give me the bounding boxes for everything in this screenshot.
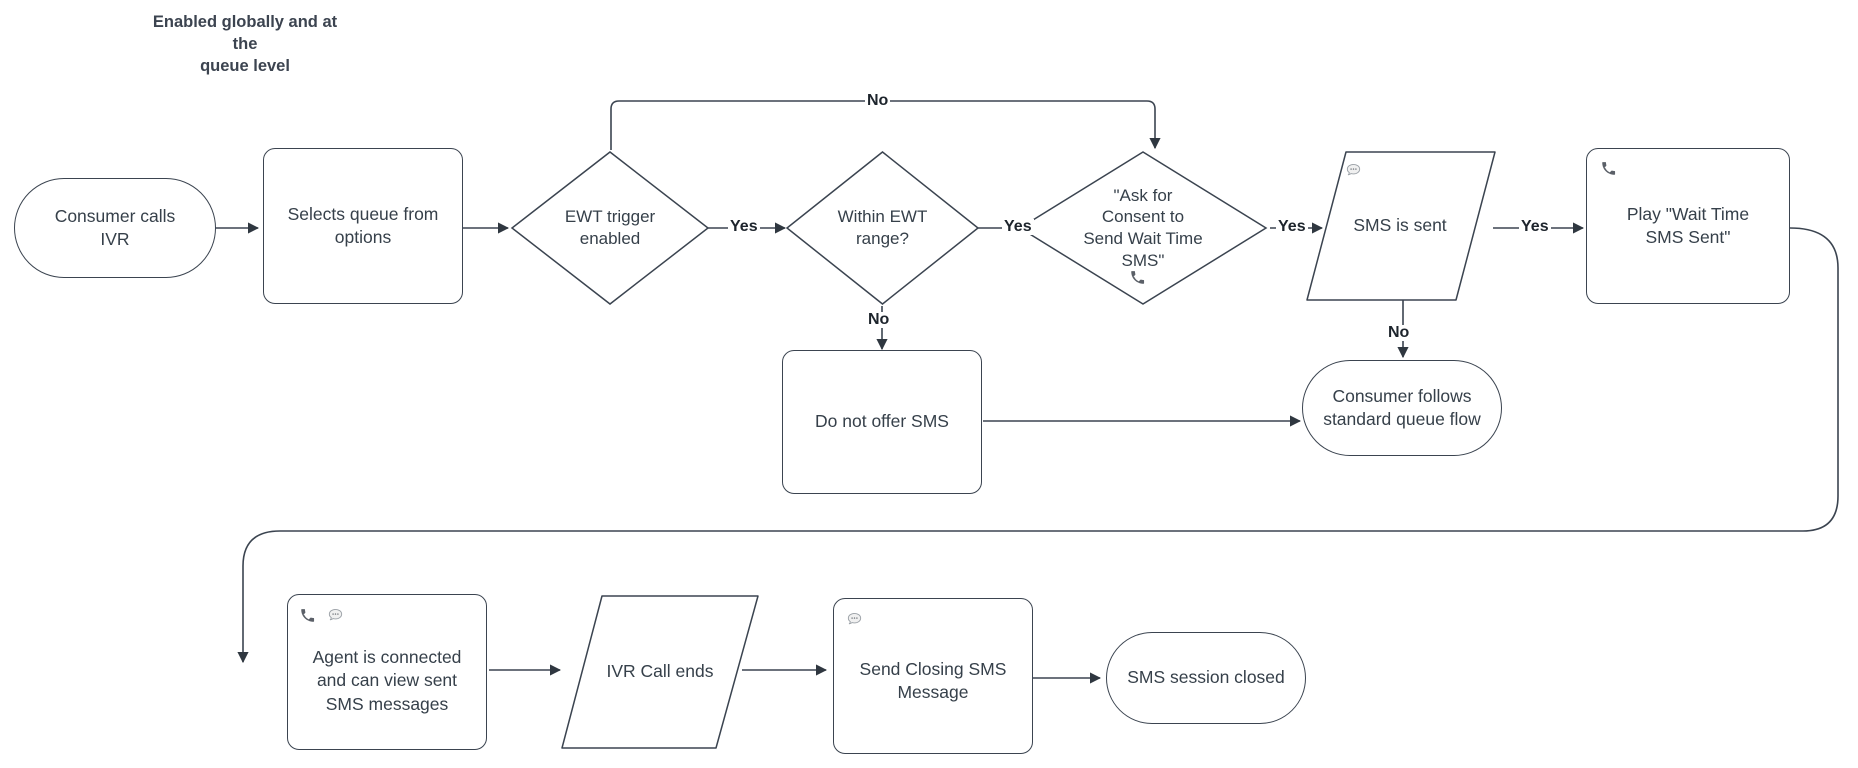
node-label: Play "Wait Time SMS Sent" — [1626, 203, 1750, 247]
node-label: IVR Call ends — [606, 661, 714, 682]
node-label: Send Closing SMS Message — [859, 658, 1007, 702]
phone-icon-glyph — [1131, 271, 1145, 284]
sms-icon-glyph — [1346, 163, 1361, 176]
node-ask-for-consent[interactable]: "Ask for Consent to Send Wait Time SMS" — [1018, 150, 1268, 306]
node-play-wait-time[interactable]: Play "Wait Time SMS Sent" — [1586, 148, 1790, 304]
phone-icon — [1601, 161, 1616, 176]
node-agent-connected[interactable]: Agent is connected and can view sent SMS… — [287, 594, 487, 750]
phone-icon — [1130, 270, 1145, 285]
sms-icon-glyph — [847, 612, 862, 625]
agent-node-icons — [300, 607, 344, 624]
node-send-closing-sms[interactable]: Send Closing SMS Message — [833, 598, 1033, 754]
phone-icon-glyph — [1602, 162, 1616, 175]
edge-label-yes-range-to-consent: Yes — [1002, 218, 1034, 235]
edge-label-no-top-loop: No — [865, 92, 891, 109]
parallelogram-outline — [1305, 150, 1497, 302]
node-ewt-trigger-enabled[interactable]: EWT trigger enabled — [510, 150, 710, 306]
node-consumer-standard-flow[interactable]: Consumer follows standard queue flow — [1302, 360, 1502, 456]
node-label: Consumer calls IVR — [54, 205, 176, 249]
edge-label-yes-consent-to-sms: Yes — [1276, 218, 1308, 235]
node-label: EWT trigger enabled — [564, 207, 656, 248]
sms-icon — [846, 611, 863, 628]
node-label: Agent is connected and can view sent SMS… — [312, 647, 462, 714]
node-label: Within EWT range? — [837, 207, 928, 248]
edge-label-yes-ewt-to-range: Yes — [728, 218, 760, 235]
sms-icon — [1345, 162, 1362, 179]
node-label: SMS session closed — [1127, 667, 1285, 688]
diamond-outline — [1018, 150, 1268, 306]
node-sms-session-closed[interactable]: SMS session closed — [1106, 632, 1306, 724]
node-consumer-calls-ivr[interactable]: Consumer calls IVR — [14, 178, 216, 278]
node-do-not-offer-sms[interactable]: Do not offer SMS — [782, 350, 982, 494]
node-label: Consumer follows standard queue flow — [1323, 385, 1481, 429]
node-label: Do not offer SMS — [815, 411, 949, 432]
phone-icon — [301, 609, 315, 622]
parallelogram-outline — [560, 594, 760, 750]
node-within-ewt-range[interactable]: Within EWT range? — [785, 150, 980, 306]
page-title: Enabled globally and at the queue level — [152, 13, 338, 75]
diamond-outline — [785, 150, 980, 306]
edge-label-no-range-to-donotoffer: No — [866, 311, 892, 328]
node-label: Selects queue from options — [287, 203, 439, 247]
node-sms-is-sent[interactable]: SMS is sent — [1305, 150, 1497, 302]
node-label: SMS is sent — [1353, 215, 1447, 236]
edge-label-yes-sms-to-play: Yes — [1519, 218, 1551, 235]
node-selects-queue[interactable]: Selects queue from options — [263, 148, 463, 304]
sms-icon — [328, 608, 343, 621]
diamond-outline — [510, 150, 710, 306]
node-label: "Ask for Consent to Send Wait Time SMS" — [1083, 185, 1203, 270]
edge-label-no-sms-to-standard: No — [1386, 324, 1412, 341]
node-ivr-call-ends[interactable]: IVR Call ends — [560, 594, 760, 750]
